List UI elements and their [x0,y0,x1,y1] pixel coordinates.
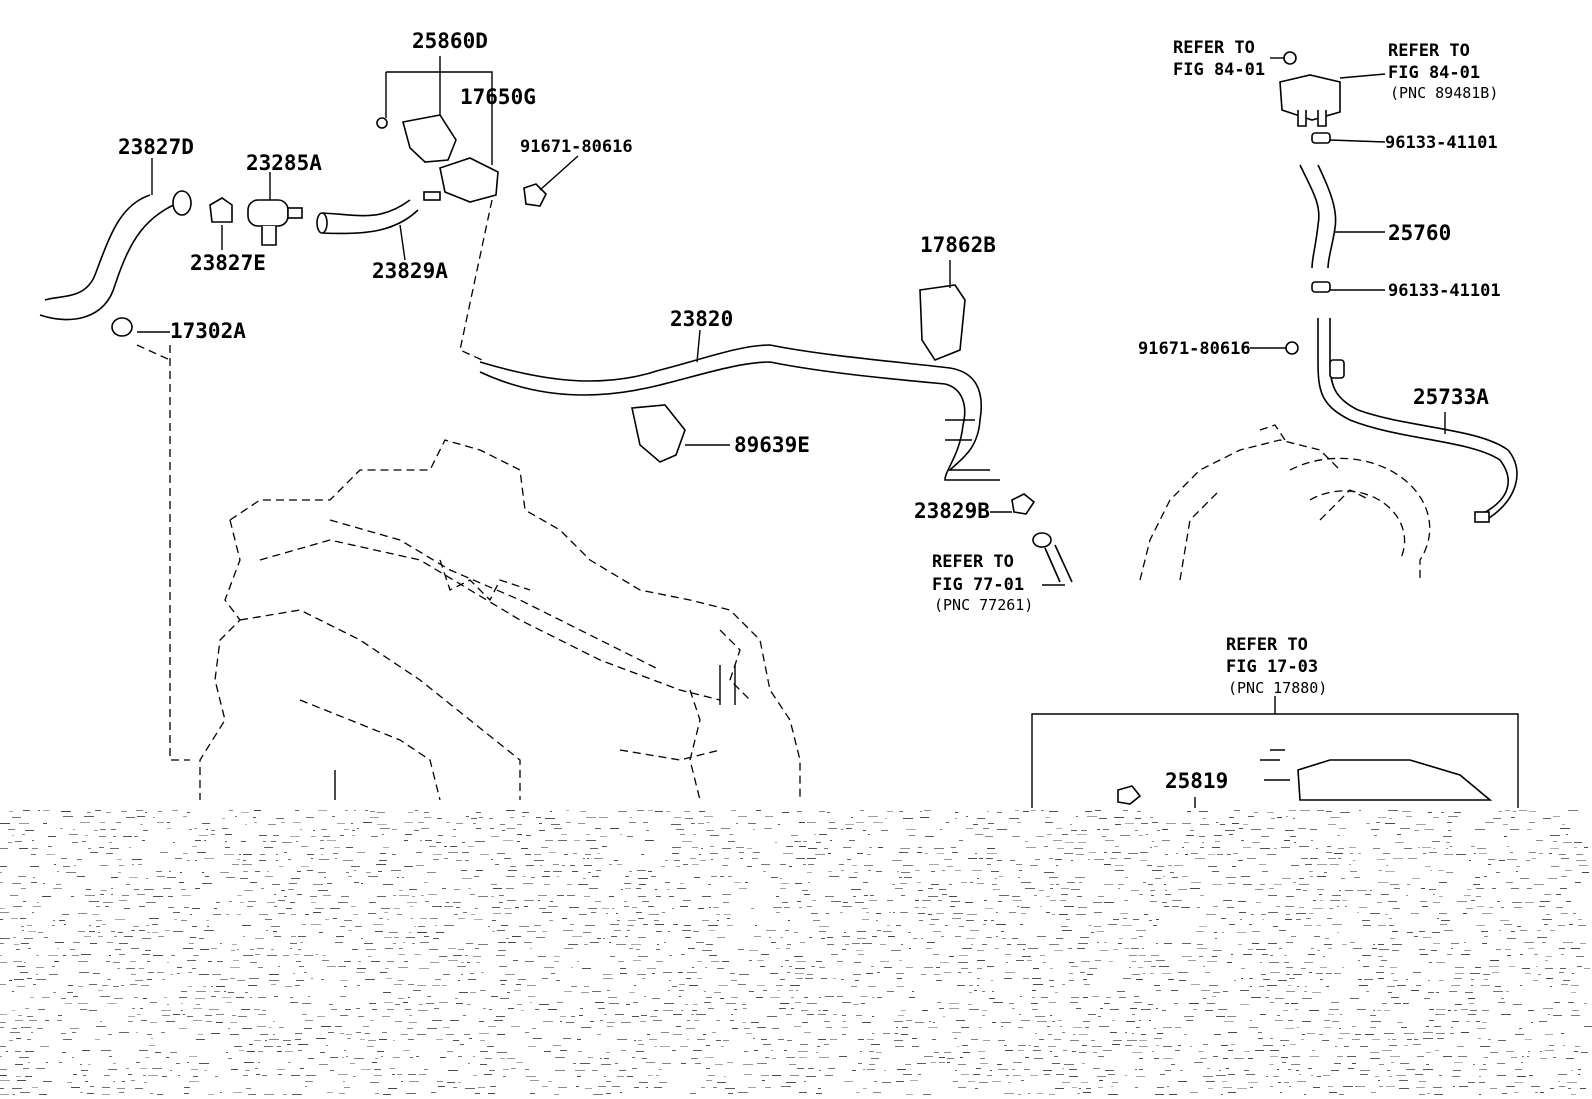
label-23829A: 23829A [372,259,448,283]
label-91671-80616-top: 91671-80616 [520,137,633,157]
ref-77-line2: FIG 77-01 [932,575,1024,595]
pipe-77-01 [1032,532,1073,583]
clamp-96133-b [1311,281,1331,293]
hose-23829A [316,199,419,235]
clamp-96133-a [1311,132,1331,144]
ref-77-line1: REFER TO [932,552,1014,572]
label-23827E: 23827E [190,251,266,275]
ref-17-pnc: (PNC 17880) [1228,679,1327,697]
bracket-17862B [919,284,966,361]
label-17862B: 17862B [920,233,996,257]
ref-84-01-left: REFER TO FIG 84-01 [1173,38,1265,80]
label-25733A: 25733A [1413,385,1489,409]
sensor-89481B [1279,74,1341,127]
label-96133-41101-bottom: 96133-41101 [1388,281,1501,301]
valve-23285A [247,199,303,246]
ref-77-pnc: (PNC 77261) [934,596,1033,614]
ref-84-01-right: REFER TO FIG 84-01 (PNC 89481B) [1388,41,1498,102]
ref-17-03: REFER TO FIG 17-03 (PNC 17880) [1226,635,1327,697]
ref-17-line2: FIG 17-03 [1226,657,1318,677]
label-96133-41101-top: 96133-41101 [1385,133,1498,153]
clamp-23829B [1011,493,1036,515]
label-23829B: 23829B [914,499,990,523]
hose-25760 [1299,164,1337,269]
label-23285A: 23285A [246,151,322,175]
hose-23827D [39,190,192,321]
label-89639E: 89639E [734,433,810,457]
right-unit-outline [1139,424,1431,581]
label-17302A: 17302A [170,319,246,343]
pipe-25733A [1317,318,1518,523]
label-25860D: 25860D [412,29,488,53]
label-17650G: 17650G [460,85,536,109]
ref-17-line1: REFER TO [1226,635,1308,655]
scan-noise-area [0,810,1592,1095]
ref-84-right-line1: REFER TO [1388,41,1470,61]
ref-84-left-line1: REFER TO [1173,38,1255,58]
clamp-23827E [209,197,233,223]
vsv-17650G [423,157,499,203]
label-23820: 23820 [670,307,733,331]
label-91671-80616-right: 91671-80616 [1138,339,1251,359]
ref-84-right-pnc: (PNC 89481B) [1390,84,1498,102]
label-25760: 25760 [1388,221,1451,245]
bolt-91671-b [1285,341,1299,355]
label-23827D: 23827D [118,135,194,159]
hose-23820 [479,344,1000,481]
clamp-17302A [111,317,133,337]
part-labels: 25860D 17650G 23827D 23285A 91671-80616 … [118,29,1501,793]
label-25819: 25819 [1165,769,1228,793]
ref-84-right-line2: FIG 84-01 [1388,63,1480,83]
bolt-ref-84-left [1283,51,1297,65]
ref-77-01: REFER TO FIG 77-01 (PNC 77261) [932,552,1033,614]
part-17880 [1031,696,1519,808]
leader-lines [136,56,1446,586]
bracket-25860D [376,114,457,163]
bracket-89639E [631,404,686,463]
engine-outline [169,345,801,801]
ref-84-left-line2: FIG 84-01 [1173,60,1265,80]
